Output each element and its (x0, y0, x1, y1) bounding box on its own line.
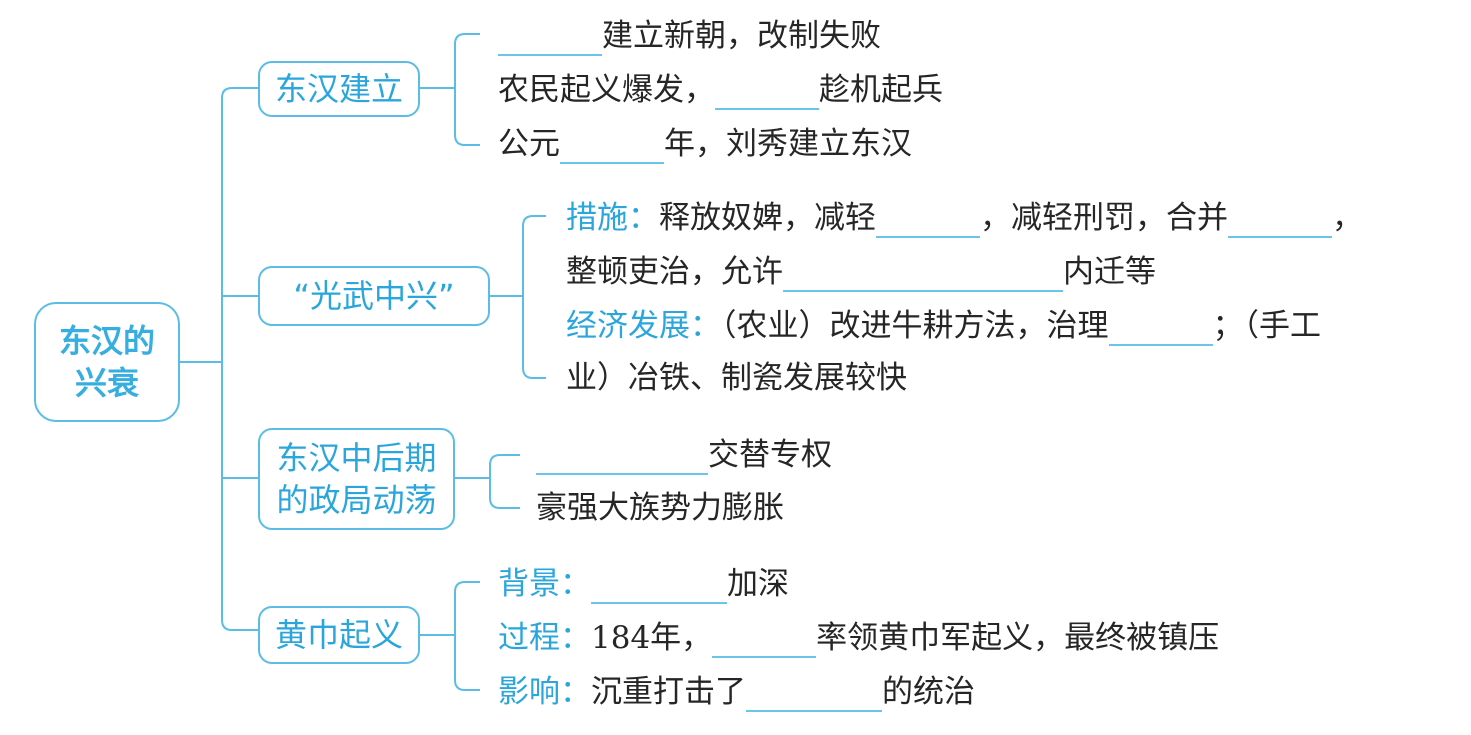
guangwu-measures-line-2: 整顿吏治，允许内迁等 (566, 254, 1156, 292)
fill-blank[interactable] (876, 204, 980, 238)
bracket-2 (522, 215, 546, 379)
branch-label-line-2: 的政局动荡 (276, 481, 437, 519)
fill-blank[interactable] (783, 258, 1063, 292)
yellow-turban-impact: 影响：沉重打击了的统治 (498, 674, 975, 712)
fill-blank[interactable] (498, 22, 602, 56)
guangwu-economy-line-2: 业）冶铁、制瓷发展较快 (566, 360, 907, 396)
fill-blank[interactable] (715, 76, 819, 110)
yellow-turban-process: 过程：184年，率领黄巾军起义，最终被镇压 (498, 620, 1220, 658)
turmoil-item-1: 交替专权 (536, 435, 832, 475)
fill-blank[interactable] (712, 624, 817, 658)
founding-item-1: 建立新朝，改制失败 (498, 16, 881, 56)
guangwu-measures-line-1: 措施：释放奴婢，减轻，减轻刑罚，合并， (566, 200, 1363, 238)
founding-item-2: 农民起义爆发，趁机起兵 (498, 72, 943, 110)
guangwu-economy-line-1: 经济发展：（农业）改进牛耕方法，治理；（手工 (566, 308, 1321, 346)
yellow-turban-background: 背景：加深 (498, 566, 789, 604)
fill-blank[interactable] (560, 130, 664, 164)
branch-label: 东汉建立 (274, 70, 403, 108)
bracket-3 (489, 454, 520, 509)
fill-blank[interactable] (746, 678, 882, 712)
branch-label: “光武中兴” (293, 277, 455, 315)
branch-node-guangwu: “光武中兴” (258, 266, 490, 326)
bracket-1 (454, 33, 480, 146)
main-spine (221, 87, 258, 631)
measures-heading: 措施： (566, 200, 659, 236)
turmoil-item-2: 豪强大族势力膨胀 (536, 490, 784, 526)
branch-node-founding: 东汉建立 (258, 61, 420, 117)
branch-node-turmoil: 东汉中后期的政局动荡 (258, 428, 455, 530)
root-title-line-2: 兴衰 (74, 364, 139, 402)
founding-item-3: 公元年，刘秀建立东汉 (498, 126, 912, 164)
bracket-4 (454, 581, 480, 691)
branch-node-yellow-turban: 黄巾起义 (258, 606, 420, 664)
economy-heading: 经济发展： (566, 308, 721, 344)
root-title-line-1: 东汉的 (58, 322, 155, 360)
root-node: 东汉的兴衰 (34, 302, 180, 422)
fill-blank[interactable] (1228, 204, 1332, 238)
fill-blank[interactable] (591, 570, 727, 604)
fill-blank[interactable] (1108, 312, 1213, 346)
branch-label-line-1: 东汉中后期 (276, 439, 437, 477)
fill-blank[interactable] (536, 441, 708, 475)
branch-label: 黄巾起义 (274, 616, 403, 654)
